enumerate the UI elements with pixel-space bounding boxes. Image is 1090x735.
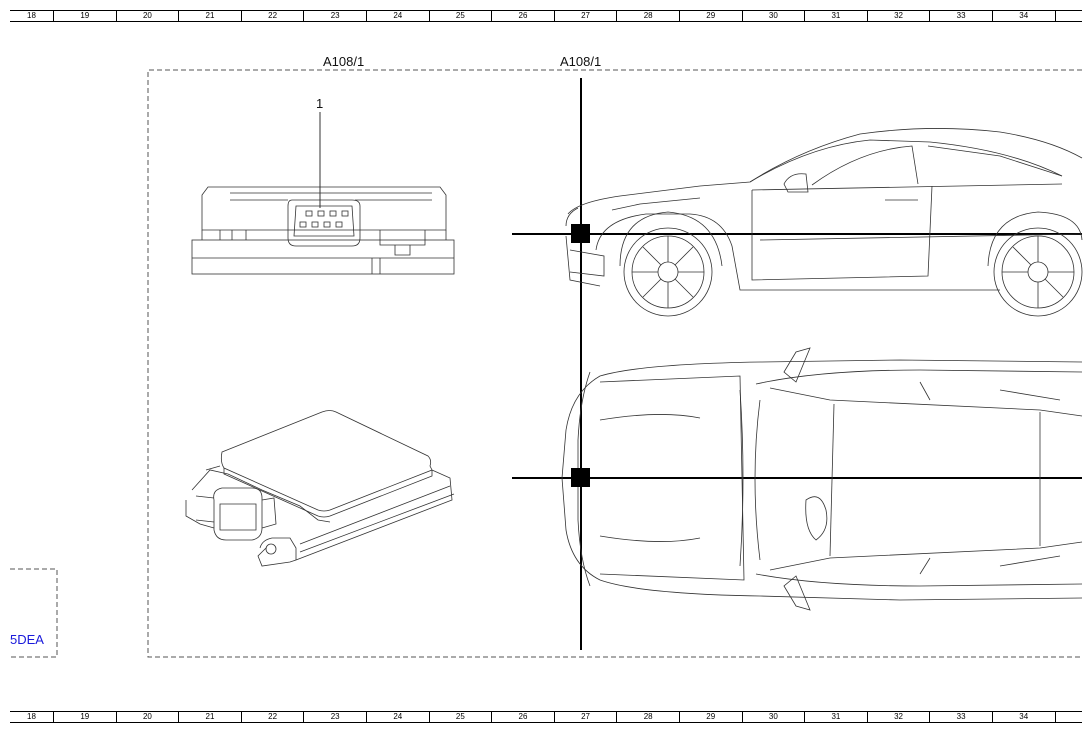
- bottom-column-27: 27: [555, 712, 618, 722]
- connector-module-isometric-icon: [185, 410, 455, 567]
- component-label-right: A108/1: [560, 54, 602, 69]
- top-column-23: 23: [304, 11, 367, 21]
- bottom-column-28: 28: [617, 712, 680, 722]
- top-column-21: 21: [179, 11, 242, 21]
- bottom-column-26: 26: [492, 712, 555, 722]
- bottom-column-25: 25: [430, 712, 493, 722]
- bottom-column-24: 24: [367, 712, 430, 722]
- bottom-column-22: 22: [242, 712, 305, 722]
- top-column-32: 32: [868, 11, 931, 21]
- top-column-28: 28: [617, 11, 680, 21]
- component-frame: [147, 69, 1082, 658]
- component-label-left: A108/1: [323, 54, 365, 69]
- bottom-column-20: 20: [117, 712, 180, 722]
- top-column-27: 27: [555, 11, 618, 21]
- position-marker-side: [571, 224, 590, 243]
- top-column-19: 19: [54, 11, 117, 21]
- location-code-link[interactable]: 5DEA: [10, 632, 44, 647]
- pin-callout-number: 1: [316, 96, 324, 111]
- bottom-column-19: 19: [54, 712, 117, 722]
- bottom-column-21: 21: [179, 712, 242, 722]
- bottom-column-31: 31: [805, 712, 868, 722]
- top-column-25: 25: [430, 11, 493, 21]
- bottom-column-34: 34: [993, 712, 1056, 722]
- bottom-column-23: 23: [304, 712, 367, 722]
- top-column-22: 22: [242, 11, 305, 21]
- bottom-column-29: 29: [680, 712, 743, 722]
- bottom-column-30: 30: [743, 712, 806, 722]
- bottom-column-33: 33: [930, 712, 993, 722]
- top-column-20: 20: [117, 11, 180, 21]
- top-column-26: 26: [492, 11, 555, 21]
- location-box: [10, 568, 58, 658]
- top-column-29: 29: [680, 11, 743, 21]
- position-marker-top: [571, 468, 590, 487]
- bottom-column-18: 18: [10, 712, 54, 722]
- top-column-24: 24: [367, 11, 430, 21]
- connector-module-front-icon: [191, 186, 455, 275]
- top-column-34: 34: [993, 11, 1056, 21]
- top-column-33: 33: [930, 11, 993, 21]
- top-column-31: 31: [805, 11, 868, 21]
- car-side-view-icon: [565, 128, 1083, 317]
- top-column-18: 18: [10, 11, 54, 21]
- bottom-column-32: 32: [868, 712, 931, 722]
- car-top-view-icon: [561, 347, 1083, 611]
- top-column-30: 30: [743, 11, 806, 21]
